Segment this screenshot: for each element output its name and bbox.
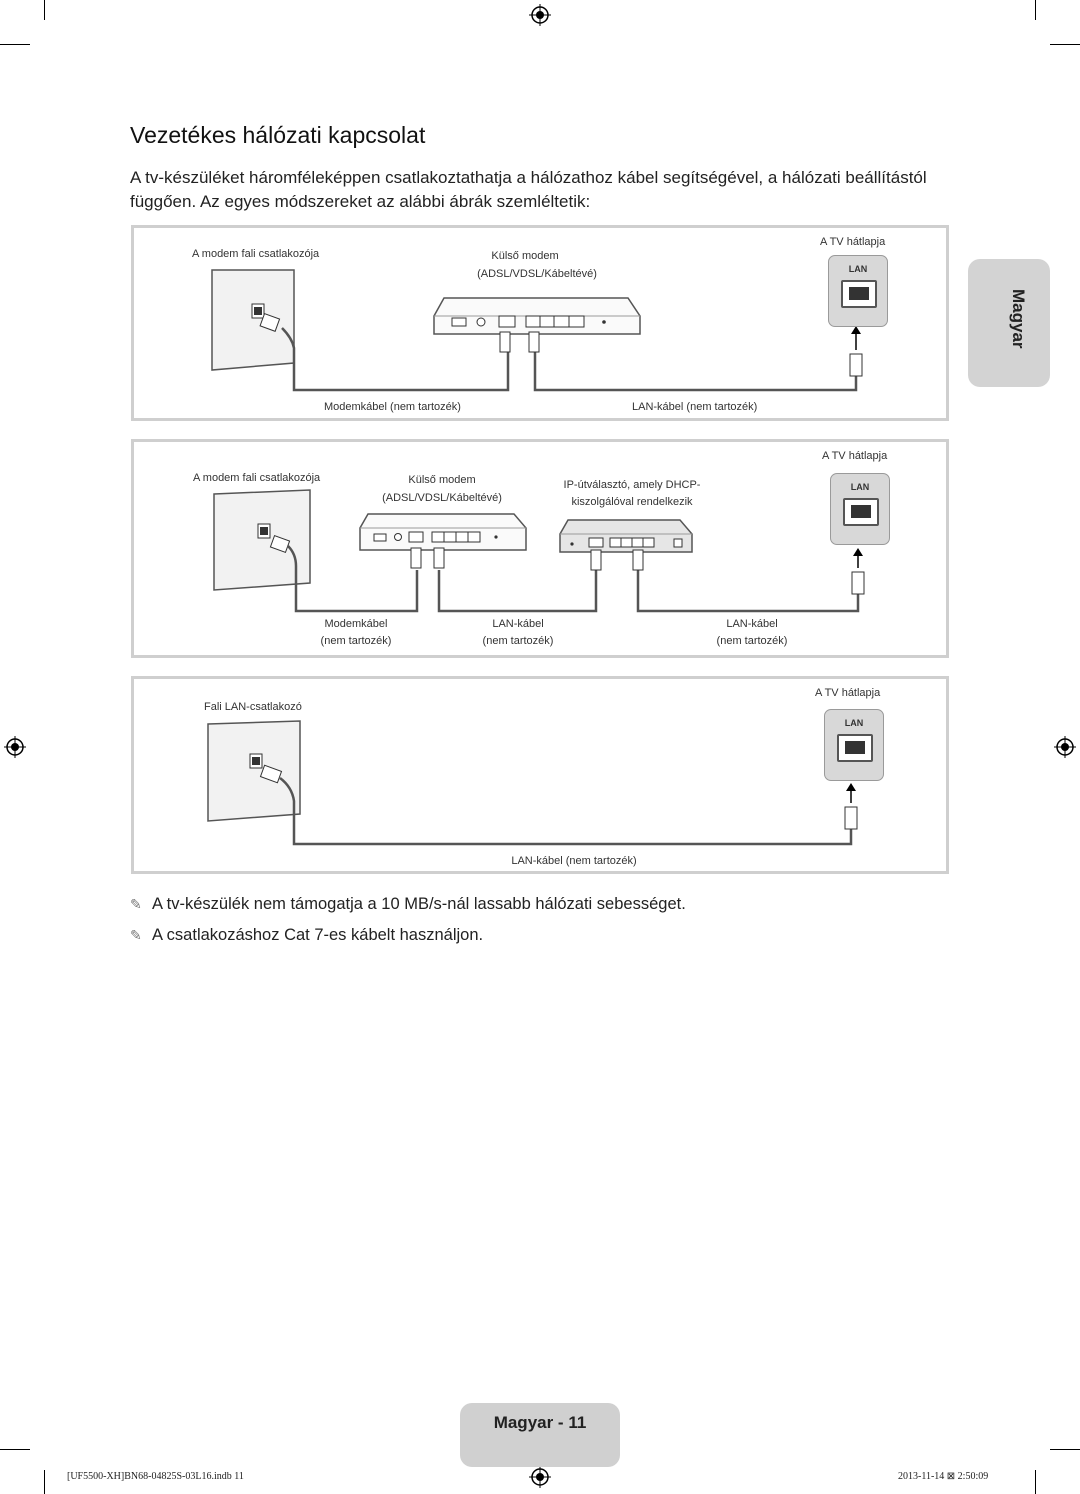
modem-icon	[359, 513, 527, 569]
pencil-note-icon: ✎	[130, 896, 142, 912]
print-info-left: [UF5500-XH]BN68-04825S-03L16.indb 11	[67, 1471, 244, 1482]
lan-cable	[279, 777, 853, 846]
cable-label: Modemkábel	[324, 618, 388, 630]
wall-icon	[211, 269, 295, 371]
lan-cable	[636, 570, 860, 613]
diagram-modem-router: A modem fali csatlakozója Külső modem (A…	[131, 439, 949, 658]
crop-mark	[44, 1470, 45, 1494]
note-text: A tv-készülék nem támogatja a 10 MB/s-ná…	[152, 895, 686, 913]
tv-back-label: A TV hátlapja	[820, 236, 886, 248]
router-icon	[559, 519, 693, 571]
intro-paragraph: A tv-készüléket háromféleképpen csatlako…	[130, 168, 927, 211]
router-label: IP-útválasztó, amely DHCP-	[563, 479, 701, 491]
tv-lan-port: LAN	[828, 255, 888, 327]
modem-cable	[287, 545, 419, 613]
modem-cable	[281, 327, 510, 392]
crop-mark	[0, 1449, 30, 1450]
crop-mark	[44, 0, 45, 20]
page-title: Vezetékes hálózati kapcsolat	[130, 122, 426, 148]
page-number: Magyar - 11	[493, 1413, 587, 1432]
note-item: ✎ A csatlakozáshoz Cat 7-es kábelt haszná…	[130, 926, 483, 945]
modem-label: Külső modem	[408, 474, 476, 486]
registration-mark-icon	[1054, 736, 1076, 758]
page-number-tab: Magyar - 11	[460, 1403, 620, 1467]
print-info-right: 2013-11-14 ⊠ 2:50:09	[898, 1471, 989, 1482]
wall-icon	[207, 720, 301, 822]
lan-cable	[533, 350, 858, 392]
lan-label: LAN	[844, 718, 864, 728]
wall-label: Fali LAN-csatlakozó	[204, 701, 302, 713]
crop-mark	[0, 44, 30, 45]
tv-back-label: A TV hátlapja	[815, 687, 881, 699]
diagram-modem-direct: A modem fali csatlakozója Külső modem (A…	[131, 225, 949, 421]
modem-label: Külső modem	[491, 250, 559, 262]
lan-label: LAN	[850, 482, 870, 492]
tv-back-label: A TV hátlapja	[822, 450, 888, 462]
crop-mark	[1050, 1449, 1080, 1450]
note-item: ✎ A tv-készülék nem támogatja a 10 MB/s-n…	[130, 895, 686, 914]
diagram-drawing	[207, 720, 858, 846]
wall-label: A modem fali csatlakozója	[192, 248, 320, 260]
modem-type-label: (ADSL/VDSL/Kábeltévé)	[477, 268, 597, 280]
lan-label: LAN	[848, 264, 868, 274]
cable-label: LAN-kábel (nem tartozék)	[632, 401, 758, 413]
lan-jack-icon	[841, 280, 877, 308]
cable-label: Modemkábel (nem tartozék)	[324, 401, 461, 413]
cable-label: (nem tartozék)	[716, 635, 788, 647]
diagram-wall-lan: Fali LAN-csatlakozó A TV hátlapja LAN LA…	[131, 676, 949, 874]
router-label: kiszolgálóval rendelkezik	[571, 496, 693, 508]
tv-lan-port: LAN	[824, 709, 884, 781]
note-text: A csatlakozáshoz Cat 7-es kábelt használ…	[152, 926, 484, 944]
diagram-drawing	[213, 489, 865, 613]
cable-label: (nem tartozék)	[320, 635, 392, 647]
registration-mark-icon	[529, 1466, 551, 1488]
cable-label: LAN-kábel (nem tartozék)	[511, 855, 637, 867]
tv-lan-port: LAN	[830, 473, 890, 545]
language-side-tab: Magyar	[968, 259, 1050, 387]
lan-jack-icon	[843, 498, 879, 526]
crop-mark	[1035, 0, 1036, 20]
crop-mark	[1035, 1470, 1036, 1494]
registration-mark-icon	[529, 4, 551, 26]
wall-icon	[213, 489, 311, 591]
lan-jack-icon	[837, 734, 873, 762]
cable-label: LAN-kábel	[726, 618, 778, 630]
diagram-drawing	[211, 269, 863, 392]
modem-type-label: (ADSL/VDSL/Kábeltévé)	[382, 492, 502, 504]
lan-cable	[437, 570, 598, 613]
crop-mark	[1050, 44, 1080, 45]
cable-label: (nem tartozék)	[482, 635, 554, 647]
registration-mark-icon	[4, 736, 26, 758]
cable-label: LAN-kábel	[492, 618, 544, 630]
wall-label: A modem fali csatlakozója	[193, 472, 321, 484]
modem-icon	[433, 297, 641, 353]
side-tab-label: Magyar	[1009, 289, 1028, 349]
pencil-note-icon: ✎	[130, 927, 142, 943]
